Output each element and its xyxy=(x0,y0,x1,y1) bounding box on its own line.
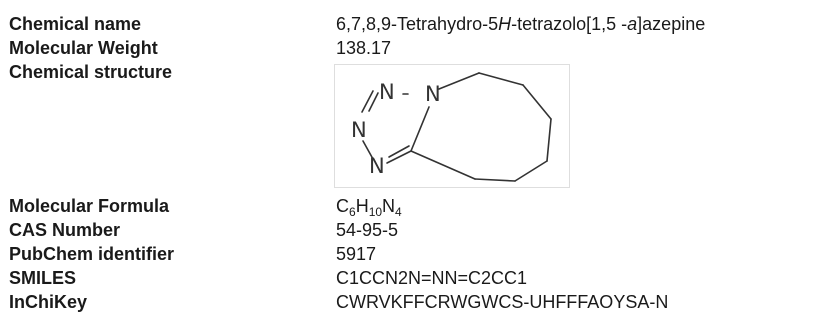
row-cas-number: CAS Number 54-95-5 xyxy=(0,219,819,241)
structure-diagram: N N N N xyxy=(351,72,552,182)
formula-element: N xyxy=(382,196,396,216)
row-molecular-formula: Molecular Formula C6H10N4 xyxy=(0,195,819,219)
molecular-formula-label: Molecular Formula xyxy=(9,196,170,216)
bond-ring xyxy=(410,150,476,180)
atom-n3: N xyxy=(369,154,385,178)
smiles-value: C1CCN2N=NN=C2CC1 xyxy=(336,268,528,288)
bond-n2-n3 xyxy=(362,140,374,160)
bond-ring xyxy=(514,160,548,182)
bond-ring xyxy=(546,118,552,162)
chemical-name-part: 6,7,8,9-Tetrahydro-5 xyxy=(336,14,499,34)
bond-ring xyxy=(438,72,480,90)
formula-element: H xyxy=(355,196,369,216)
chemical-structure-label: Chemical structure xyxy=(9,62,173,82)
chemical-name-italic-h: H xyxy=(498,14,512,34)
chemical-name-part: ]azepine xyxy=(637,14,706,34)
bond-n1-n2-double xyxy=(368,92,379,112)
chemical-name-italic-a: a xyxy=(627,14,638,34)
bond-ring xyxy=(478,72,524,86)
row-inchikey: InChiKey CWRVKFFCRWGWCS-UHFFFAOYSA-N xyxy=(0,291,819,313)
formula-count: 4 xyxy=(395,205,402,219)
cas-number-value: 54-95-5 xyxy=(336,220,399,240)
formula-element: C xyxy=(336,196,349,216)
chemical-structure-image: N N N N xyxy=(334,64,570,188)
cas-number-label: CAS Number xyxy=(9,220,121,240)
inchikey-label: InChiKey xyxy=(9,292,88,312)
pubchem-label: PubChem identifier xyxy=(9,244,175,264)
row-pubchem: PubChem identifier 5917 xyxy=(0,243,819,265)
molecular-formula-value: C6H10N4 xyxy=(336,195,402,219)
bond-c-n4 xyxy=(410,106,430,152)
molecular-weight-value: 138.17 xyxy=(336,38,392,58)
atom-n4: N xyxy=(425,82,441,106)
row-chemical-name: Chemical name 6,7,8,9-Tetrahydro-5H-tetr… xyxy=(0,13,819,35)
bond-ring xyxy=(522,84,552,120)
row-chemical-structure: Chemical structure xyxy=(0,61,819,83)
bond-n1-n2 xyxy=(361,90,374,113)
bond-n3-c-double xyxy=(388,145,410,158)
smiles-label: SMILES xyxy=(9,268,77,288)
chemical-name-value: 6,7,8,9-Tetrahydro-5H-tetrazolo[1,5 -a]a… xyxy=(336,13,705,35)
pubchem-value: 5917 xyxy=(336,244,377,264)
atom-n1: N xyxy=(379,80,395,104)
formula-count: 6 xyxy=(349,205,356,219)
formula-count: 10 xyxy=(368,205,383,219)
inchikey-value: CWRVKFFCRWGWCS-UHFFFAOYSA-N xyxy=(336,292,669,312)
chemical-name-part: -tetrazolo[1,5 - xyxy=(511,14,628,34)
row-molecular-weight: Molecular Weight 138.17 xyxy=(0,37,819,59)
row-smiles: SMILES C1CCN2N=NN=C2CC1 xyxy=(0,267,819,289)
molecular-weight-label: Molecular Weight xyxy=(9,38,158,58)
bond-n3-c xyxy=(386,150,412,164)
bond-ring xyxy=(474,178,516,182)
chemical-name-label: Chemical name xyxy=(9,14,142,34)
atom-n2: N xyxy=(351,118,367,142)
